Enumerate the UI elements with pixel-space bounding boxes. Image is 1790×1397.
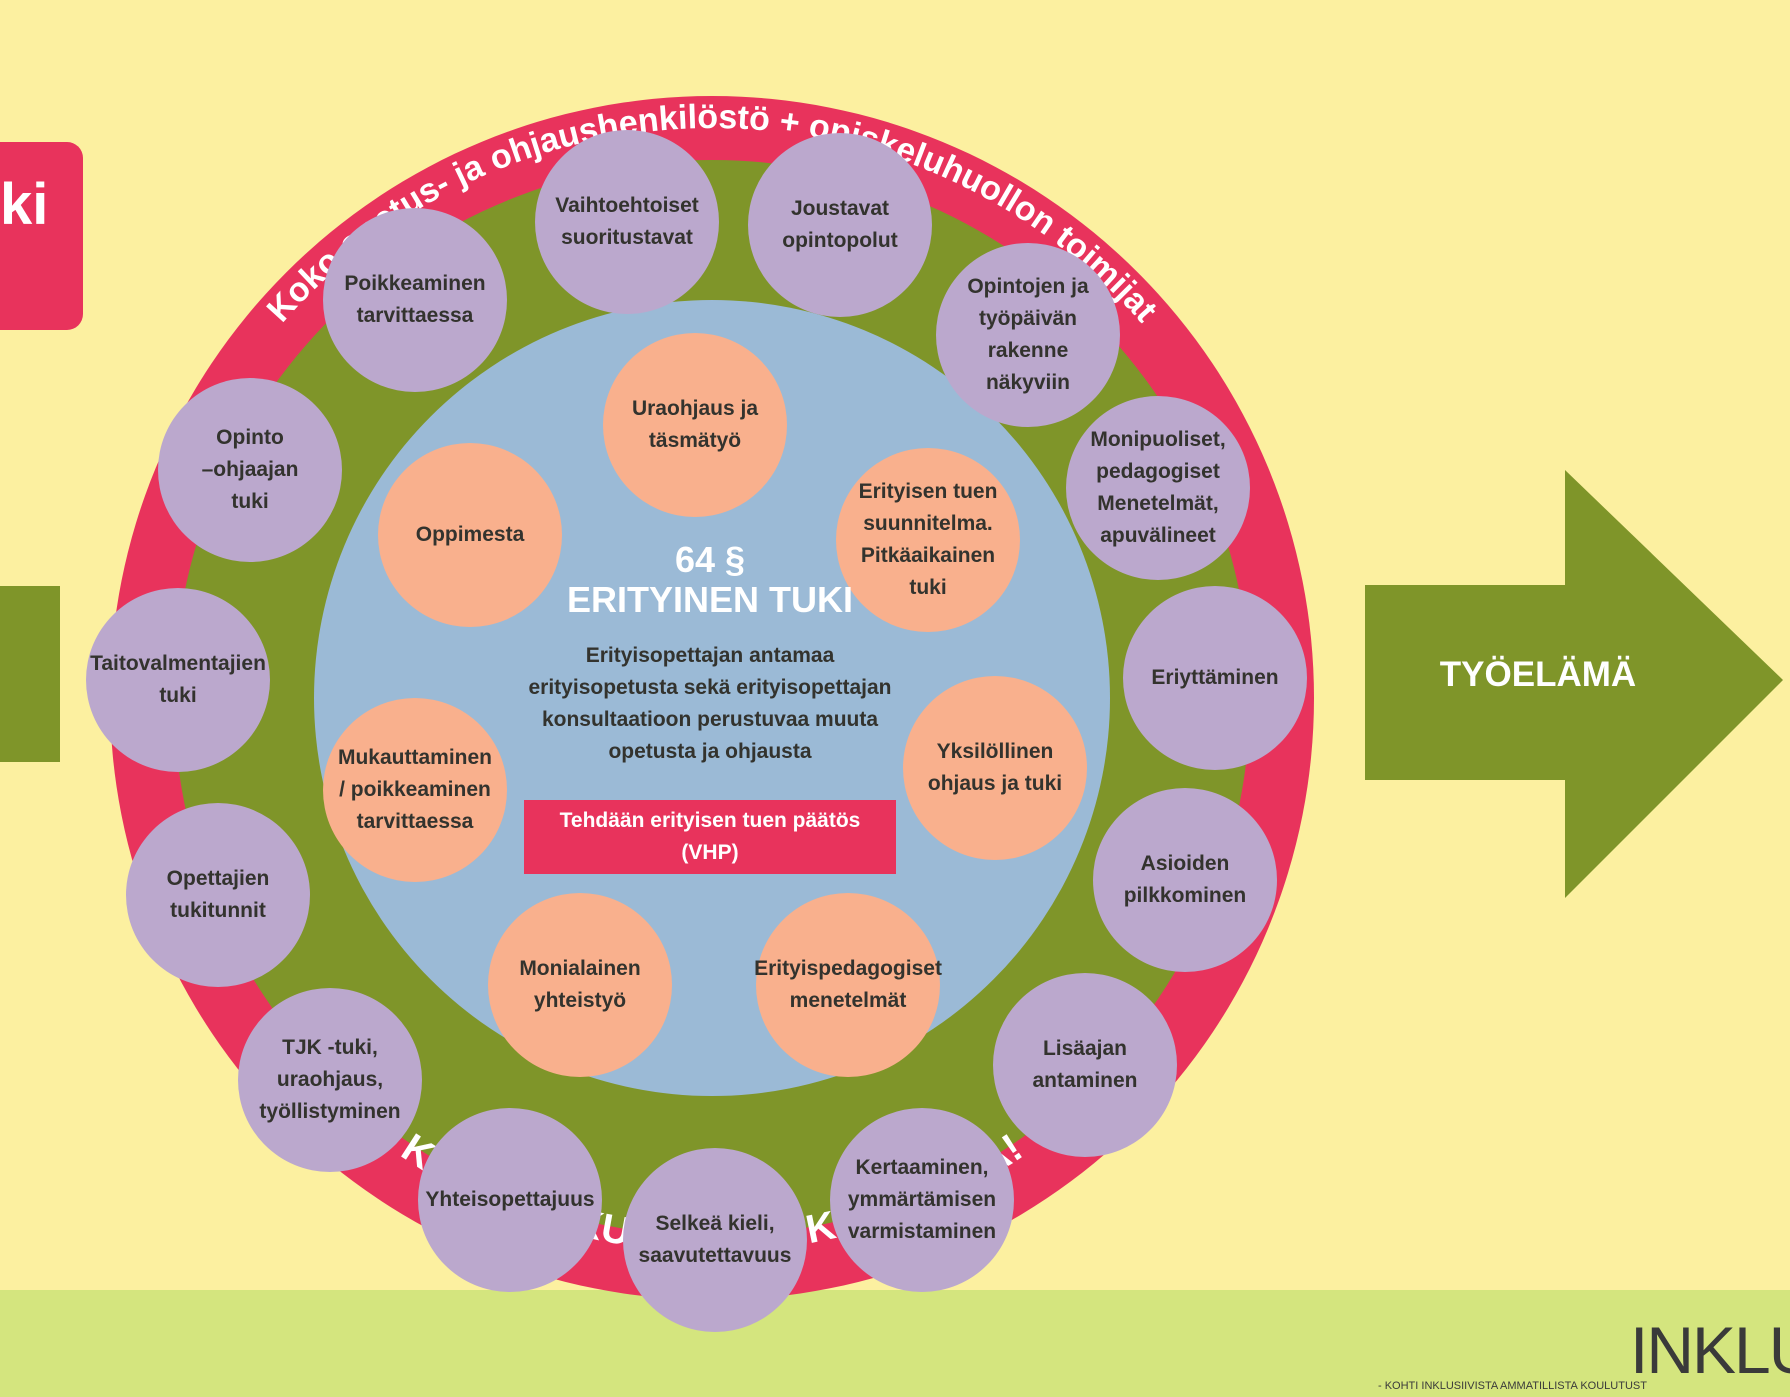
section-number: 64 § [674,539,746,580]
outer-support-circle-11: Opettajien tukitunnit [126,803,310,987]
outer-support-circle-6: Lisäajan antaminen [993,973,1177,1157]
center-title: 64 § ERITYINEN TUKI [510,540,910,620]
outer-support-circle-12: Taitovalmentajien tuki [86,588,270,772]
outer-support-circle-5: Asioiden pilkkominen [1093,788,1277,972]
inner-support-circle-3: Erityispedagogiset menetelmät [754,893,942,1077]
inner-support-circle-0: Uraohjaus ja täsmätyö [603,333,787,517]
outer-support-circle-10: TJK -tuki, uraohjaus, työllistyminen [238,988,422,1172]
outer-support-circle-1: Joustavat opintopolut [748,133,932,317]
outer-support-circle-0: Vaihtoehtoiset suoritustavat [535,130,719,314]
inner-support-circle-1: Erityisen tuen suunnitelma. Pitkäaikaine… [836,448,1020,632]
inner-support-circle-5: Mukauttaminen / poikkeaminen tarvittaess… [323,698,507,882]
outer-support-circle-4: Eriyttäminen [1123,586,1307,770]
inner-support-circle-4: Monialainen yhteistyö [488,893,672,1077]
logo-subtitle: - KOHTI INKLUSIIVISTA AMMATILLISTA KOULU… [1378,1380,1647,1392]
outer-support-circle-9: Yhteisopettajuus [418,1108,602,1292]
bottom-band [0,1290,1790,1397]
logo: INKLU [1630,1313,1790,1387]
arrow-label: TYÖELÄMÄ [1439,655,1637,694]
left-tab: ki [0,142,83,330]
left-arrow [0,586,60,762]
outer-support-circle-14: Poikkeaminen tarvittaessa [323,208,507,392]
right-arrow [1365,470,1783,898]
outer-support-circle-8: Selkeä kieli, saavutettavuus [623,1148,807,1332]
decision-box: Tehdään erityisen tuen päätös (VHP) [524,800,896,874]
inner-support-circle-6: Oppimesta [378,443,562,627]
section-title: ERITYINEN TUKI [566,579,853,620]
outer-support-circle-3: Monipuoliset, pedagogiset Menetelmät, ap… [1066,396,1250,580]
outer-support-circle-7: Kertaaminen, ymmärtämisen varmistaminen [830,1108,1014,1292]
outer-support-circle-2: Opintojen ja työpäivän rakenne näkyviin [936,243,1120,427]
center-description: Erityisopettajan antamaa erityisopetusta… [528,644,892,763]
outer-support-circle-13: Opinto –ohjaajan tuki [158,378,342,562]
inner-support-circle-2: Yksilöllinen ohjaus ja tuki [903,676,1087,860]
